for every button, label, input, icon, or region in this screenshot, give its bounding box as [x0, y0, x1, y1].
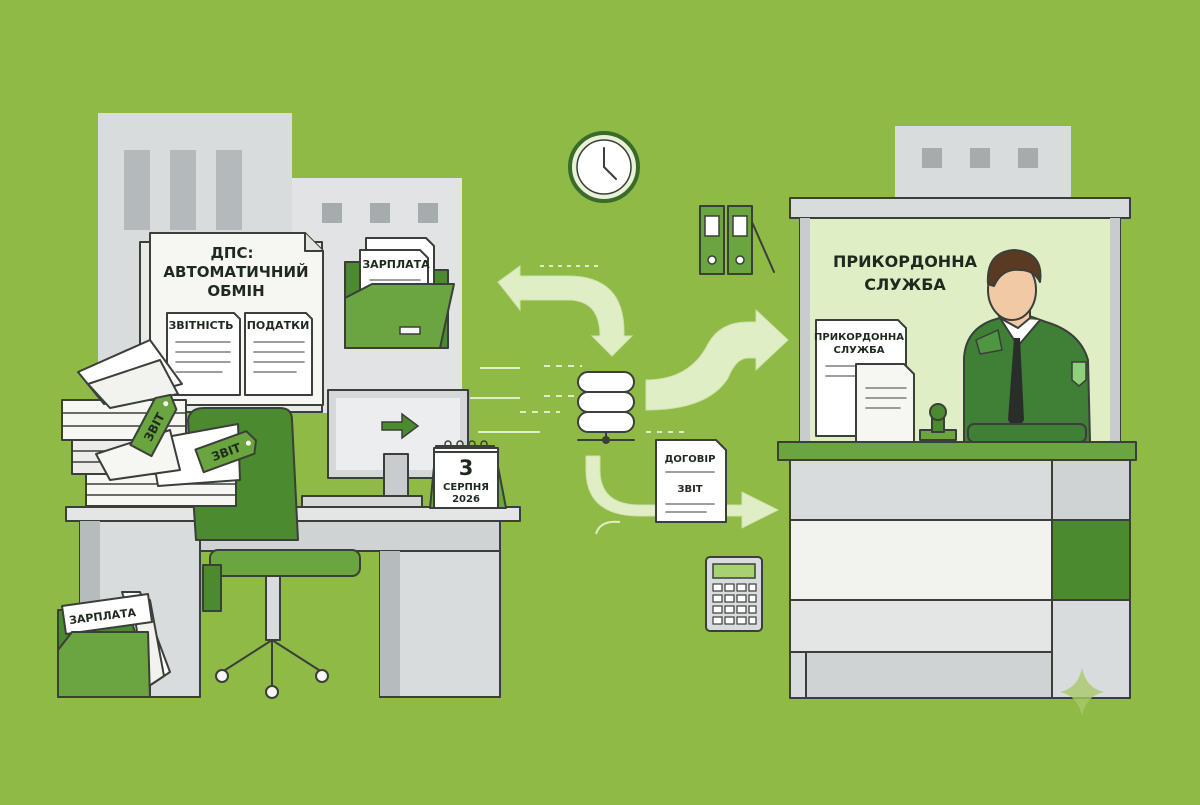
booth-sign-line-2: СЛУЖБА [864, 275, 946, 294]
poster-line-1: ДПС: [211, 244, 254, 262]
salary-folder-top: ЗАРПЛАТА [344, 237, 455, 349]
poster-line-2: АВТОМАТИЧНИЙ [163, 262, 308, 281]
calendar-year: 2026 [452, 494, 480, 505]
poster-doc-reporting: ЗВІТНІСТЬ [168, 319, 233, 332]
border-officer [963, 249, 1091, 443]
calculator-icon [705, 556, 763, 632]
poster-line-3: ОБМІН [207, 282, 264, 300]
sparkle-icon [1060, 668, 1104, 716]
binders-icon [699, 205, 775, 275]
arrow-back-left [497, 265, 634, 357]
clock-icon [568, 131, 640, 203]
border-counter [777, 441, 1137, 699]
contract-title: ДОГОВІР [665, 454, 716, 465]
arrow-out-down [585, 455, 780, 529]
arrow-right-icon [381, 412, 420, 440]
booth-sign-line-1: ПРИКОРДОННА [833, 252, 978, 271]
border-doc-line-1: ПРИКОРДОННА [814, 332, 904, 343]
calendar-day: 3 [459, 456, 474, 480]
desk-calendar: 3 СЕРПНЯ 2026 [429, 440, 507, 509]
salary-folder-bottom: ЗАРПЛАТА [57, 591, 171, 698]
poster-doc-taxes: ПОДАТКИ [247, 319, 310, 332]
calendar-month: СЕРПНЯ [443, 482, 489, 493]
contract-subtitle: ЗВІТ [677, 484, 702, 495]
paper-stack [61, 339, 241, 507]
contract-document: ДОГОВІР ЗВІТ [655, 439, 727, 523]
stamp-icon [919, 403, 957, 441]
border-documents: ПРИКОРДОННА СЛУЖБА [814, 319, 915, 443]
report-tag-2: ЗВІТ [194, 430, 257, 474]
dps-poster: ДПС: АВТОМАТИЧНИЙ ОБМІН ЗВІТНІСТЬ ПОДАТК… [139, 232, 324, 413]
folder-top-label: ЗАРПЛАТА [362, 258, 430, 271]
arrow-out-up [645, 308, 789, 411]
data-flow-arrows [470, 265, 789, 535]
border-doc-line-2: СЛУЖБА [834, 345, 885, 356]
database-server-icon [577, 371, 635, 444]
